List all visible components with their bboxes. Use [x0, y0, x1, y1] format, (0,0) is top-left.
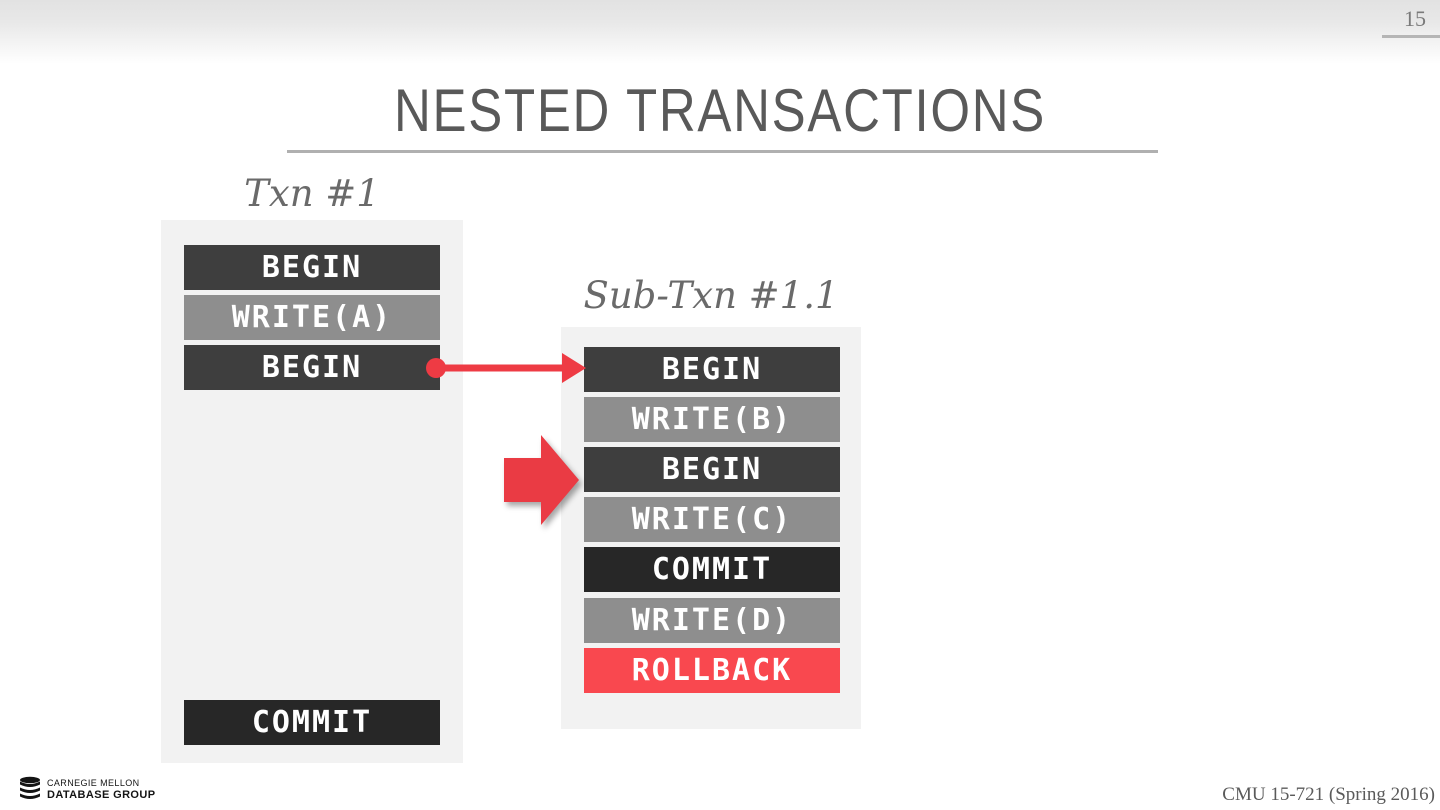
subtxn-container: BEGIN WRITE(B) BEGIN WRITE(C) COMMIT WRI…	[561, 327, 861, 729]
subtxn-statement-commit: COMMIT	[584, 547, 840, 592]
logo-line1: CARNEGIE MELLON	[47, 777, 140, 788]
page-number: 15	[1404, 6, 1426, 31]
txn1-container: BEGIN WRITE(A) BEGIN COMMIT	[161, 220, 463, 763]
logo-text: CARNEGIE MELLON DATABASE GROUP	[47, 778, 155, 801]
database-logo-icon	[20, 776, 40, 799]
subtxn-statement-rollback: ROLLBACK	[584, 648, 840, 693]
logo-line2: DATABASE GROUP	[47, 788, 156, 801]
course-footer: CMU 15-721 (Spring 2016)	[1222, 784, 1435, 805]
txn1-statement-begin-2: BEGIN	[184, 345, 440, 390]
page-title: NESTED TRANSACTIONS	[394, 77, 1046, 144]
subtxn-label: Sub-Txn #1.1	[583, 274, 839, 317]
title-rule	[287, 150, 1158, 153]
txn1-label: Txn #1	[244, 172, 380, 215]
page-number-rule	[1382, 35, 1440, 38]
top-gradient-bar	[0, 0, 1440, 64]
subtxn-statement-write-c: WRITE(C)	[584, 497, 840, 542]
txn1-statement-begin-1: BEGIN	[184, 245, 440, 290]
subtxn-statement-write-b: WRITE(B)	[584, 397, 840, 442]
subtxn-statement-begin-1: BEGIN	[584, 347, 840, 392]
subtxn-statement-write-d: WRITE(D)	[584, 598, 840, 643]
txn1-statement-commit: COMMIT	[184, 700, 440, 745]
subtxn-statement-begin-2: BEGIN	[584, 447, 840, 492]
cmu-db-logo: CARNEGIE MELLON DATABASE GROUP	[18, 776, 155, 802]
txn1-statement-write-a: WRITE(A)	[184, 295, 440, 340]
